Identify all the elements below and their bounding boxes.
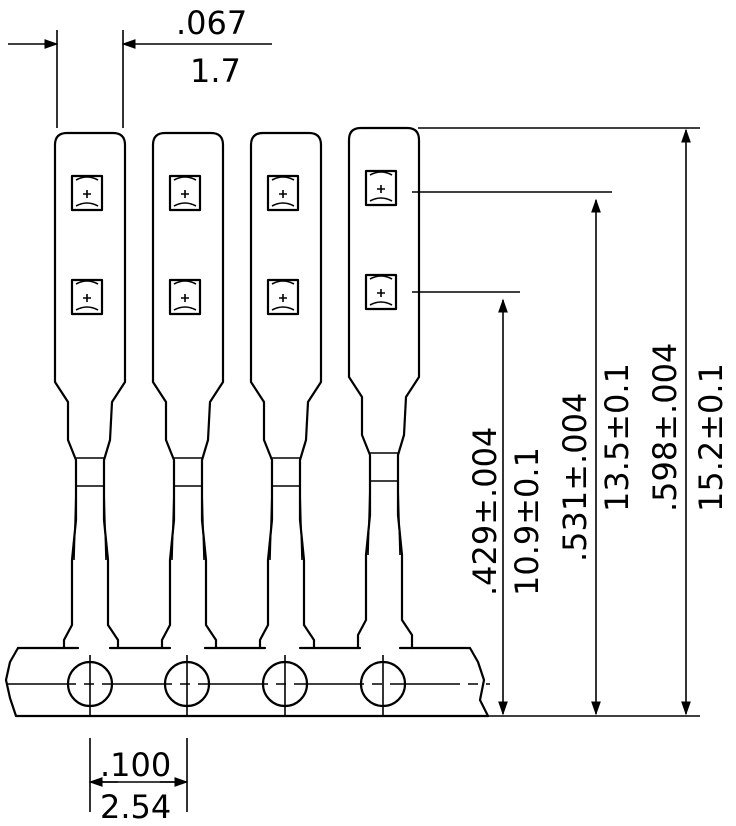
pitch-mm-label: 2.54 — [100, 788, 171, 826]
pin-3 — [249, 131, 323, 650]
carrier-strip-outline-top — [16, 646, 490, 718]
lance-lower — [70, 278, 104, 316]
pin-2 — [151, 131, 225, 650]
carrier-strip-outline-bottom — [4, 646, 490, 718]
pin-width-mm-label: 1.7 — [190, 52, 241, 90]
carrier-strip — [4, 646, 490, 718]
pin-1 — [53, 131, 127, 650]
pin-4 — [347, 126, 421, 650]
pitch-inch-label: .100 — [100, 746, 171, 784]
pilot-hole-3 — [261, 655, 309, 716]
pilot-holes — [66, 655, 407, 716]
overall-mm-label: 15.2±0.1 — [692, 363, 730, 512]
overall-inch-label: .598±.004 — [646, 343, 684, 512]
lance-upper — [70, 174, 104, 212]
pin-width-inch-label: .067 — [176, 4, 247, 42]
vertical-dimensions: .429±.004 10.9±0.1 .531±.004 13.5±0.1 .5… — [412, 127, 730, 717]
pilot-hole-4 — [359, 655, 407, 716]
lower-lance-mm-label: 10.9±0.1 — [508, 447, 546, 596]
pilot-hole-1 — [66, 655, 114, 716]
pitch-dimension: .100 2.54 — [88, 738, 189, 826]
upper-lance-inch-label: .531±.004 — [556, 393, 594, 562]
lower-lance-inch-label: .429±.004 — [466, 427, 504, 596]
upper-lance-mm-label: 13.5±0.1 — [598, 363, 636, 512]
pilot-hole-2 — [163, 655, 211, 716]
pin-width-dimension: .067 1.7 — [8, 4, 272, 128]
